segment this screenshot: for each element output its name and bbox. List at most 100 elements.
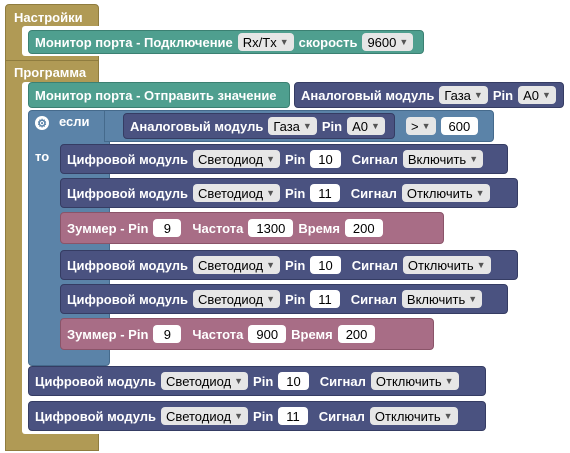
signal-label: Сигнал: [319, 373, 366, 389]
device-dropdown[interactable]: Светодиод▼: [161, 372, 249, 390]
condition-pin-dropdown[interactable]: A0▼: [347, 117, 385, 135]
speed-dropdown[interactable]: 9600▼: [362, 33, 414, 51]
chevron-down-icon: ▼: [370, 121, 380, 131]
chevron-down-icon: ▼: [234, 411, 244, 421]
device-dropdown[interactable]: Светодиод▼: [193, 290, 281, 308]
frequency-label: Частота: [192, 220, 244, 236]
pin-label: Pin: [285, 257, 306, 273]
operator-dropdown[interactable]: >▼: [406, 117, 436, 135]
then-label: то: [35, 149, 50, 164]
condition-type-dropdown[interactable]: Газа▼: [268, 117, 317, 135]
chevron-down-icon: ▼: [468, 294, 478, 304]
device-dropdown[interactable]: Светодиод▼: [193, 184, 281, 202]
analog-module-block[interactable]: Аналоговый модуль Газа▼ Pin A0▼: [294, 82, 564, 108]
pin-label: Pin: [285, 185, 306, 201]
pin-input[interactable]: 11: [310, 184, 340, 202]
chevron-down-icon: ▼: [476, 260, 486, 270]
chevron-down-icon: ▼: [475, 188, 485, 198]
pin-label: Pin: [253, 408, 274, 424]
pin-input[interactable]: 10: [310, 150, 341, 168]
pin-input[interactable]: 11: [310, 290, 340, 308]
duration-input[interactable]: 200: [337, 325, 376, 343]
pin-input[interactable]: 10: [310, 256, 341, 274]
signal-dropdown[interactable]: Включить▼: [402, 150, 484, 168]
if-label: если: [59, 114, 90, 129]
speed-label: скорость: [298, 34, 358, 50]
digital-module-block[interactable]: Цифровой модуль Светодиод▼ Pin 11 Сигнал…: [60, 178, 518, 208]
frequency-input[interactable]: 900: [248, 325, 287, 343]
buzzer-label: Зуммер - Pin: [67, 220, 149, 236]
buzzer-block[interactable]: Зуммер - Pin 9 Частота 1300 Время 200: [60, 212, 444, 244]
analog-type-dropdown[interactable]: Газа▼: [439, 86, 488, 104]
pin-input[interactable]: 10: [278, 372, 309, 390]
duration-input[interactable]: 200: [344, 219, 383, 237]
serial-connect-label: Монитор порта - Подключение: [35, 34, 233, 50]
signal-label: Сигнал: [351, 257, 398, 273]
pin-label: Pin: [285, 151, 306, 167]
chevron-down-icon: ▼: [234, 376, 244, 386]
chevron-down-icon: ▼: [279, 37, 289, 47]
pin-label: Pin: [253, 373, 274, 389]
buzzer-pin-input[interactable]: 9: [153, 219, 182, 237]
serial-connect-block[interactable]: Монитор порта - Подключение Rx/Tx▼ скоро…: [28, 30, 424, 54]
gear-icon[interactable]: ⚙: [35, 116, 49, 130]
condition-value-input[interactable]: 600: [440, 117, 479, 135]
module-label: Цифровой модуль: [67, 291, 189, 307]
analog-module-label: Аналоговый модуль: [301, 87, 435, 103]
pin-label: Pin: [492, 87, 514, 103]
settings-label: Настройки: [14, 10, 83, 25]
program-label: Программа: [14, 65, 87, 80]
digital-module-block[interactable]: Цифровой модуль Светодиод▼ Pin 10 Сигнал…: [60, 144, 508, 174]
chevron-down-icon: ▼: [266, 188, 276, 198]
signal-label: Сигнал: [351, 151, 398, 167]
pin-input[interactable]: 11: [278, 407, 308, 425]
signal-dropdown[interactable]: Отключить▼: [401, 184, 490, 202]
condition-module-label: Аналоговый модуль: [130, 118, 264, 134]
chevron-down-icon: ▼: [443, 411, 453, 421]
chevron-down-icon: ▼: [473, 90, 483, 100]
signal-dropdown[interactable]: Отключить▼: [402, 256, 491, 274]
signal-label: Сигнал: [318, 408, 365, 424]
device-dropdown[interactable]: Светодиод▼: [193, 256, 281, 274]
device-dropdown[interactable]: Светодиод▼: [161, 407, 249, 425]
chevron-down-icon: ▼: [444, 376, 454, 386]
digital-module-block[interactable]: Цифровой модуль Светодиод▼ Pin 11 Сигнал…: [60, 284, 508, 314]
duration-label: Время: [291, 326, 333, 342]
duration-label: Время: [298, 220, 340, 236]
chevron-down-icon: ▼: [469, 154, 479, 164]
signal-dropdown[interactable]: Отключить▼: [369, 407, 458, 425]
buzzer-pin-input[interactable]: 9: [153, 325, 182, 343]
module-label: Цифровой модуль: [67, 257, 189, 273]
chevron-down-icon: ▼: [302, 121, 312, 131]
chevron-down-icon: ▼: [541, 90, 551, 100]
port-dropdown[interactable]: Rx/Tx▼: [237, 33, 294, 51]
serial-send-block[interactable]: Монитор порта - Отправить значение: [28, 82, 290, 108]
module-label: Цифровой модуль: [35, 408, 157, 424]
module-label: Цифровой модуль: [35, 373, 157, 389]
signal-dropdown[interactable]: Отключить▼: [370, 372, 459, 390]
signal-label: Сигнал: [350, 185, 397, 201]
frequency-input[interactable]: 1300: [248, 219, 294, 237]
condition-analog-block[interactable]: Аналоговый модуль Газа▼ Pin A0▼: [123, 113, 395, 139]
chevron-down-icon: ▼: [421, 121, 431, 131]
signal-label: Сигнал: [350, 291, 397, 307]
device-dropdown[interactable]: Светодиод▼: [193, 150, 281, 168]
analog-pin-dropdown[interactable]: A0▼: [518, 86, 556, 104]
module-label: Цифровой модуль: [67, 185, 189, 201]
pin-label: Pin: [285, 291, 306, 307]
chevron-down-icon: ▼: [399, 37, 409, 47]
buzzer-block[interactable]: Зуммер - Pin 9 Частота 900 Время 200: [60, 318, 434, 350]
condition-block[interactable]: Аналоговый модуль Газа▼ Pin A0▼ >▼ 600: [104, 110, 494, 142]
signal-dropdown[interactable]: Включить▼: [401, 290, 483, 308]
buzzer-label: Зуммер - Pin: [67, 326, 149, 342]
digital-module-block[interactable]: Цифровой модуль Светодиод▼ Pin 11 Сигнал…: [28, 401, 486, 431]
chevron-down-icon: ▼: [266, 154, 276, 164]
chevron-down-icon: ▼: [266, 294, 276, 304]
digital-module-block[interactable]: Цифровой модуль Светодиод▼ Pin 10 Сигнал…: [28, 366, 486, 396]
module-label: Цифровой модуль: [67, 151, 189, 167]
condition-pin-label: Pin: [321, 118, 343, 134]
chevron-down-icon: ▼: [266, 260, 276, 270]
frequency-label: Частота: [192, 326, 244, 342]
serial-send-label: Монитор порта - Отправить значение: [35, 87, 277, 103]
digital-module-block[interactable]: Цифровой модуль Светодиод▼ Pin 10 Сигнал…: [60, 250, 518, 280]
